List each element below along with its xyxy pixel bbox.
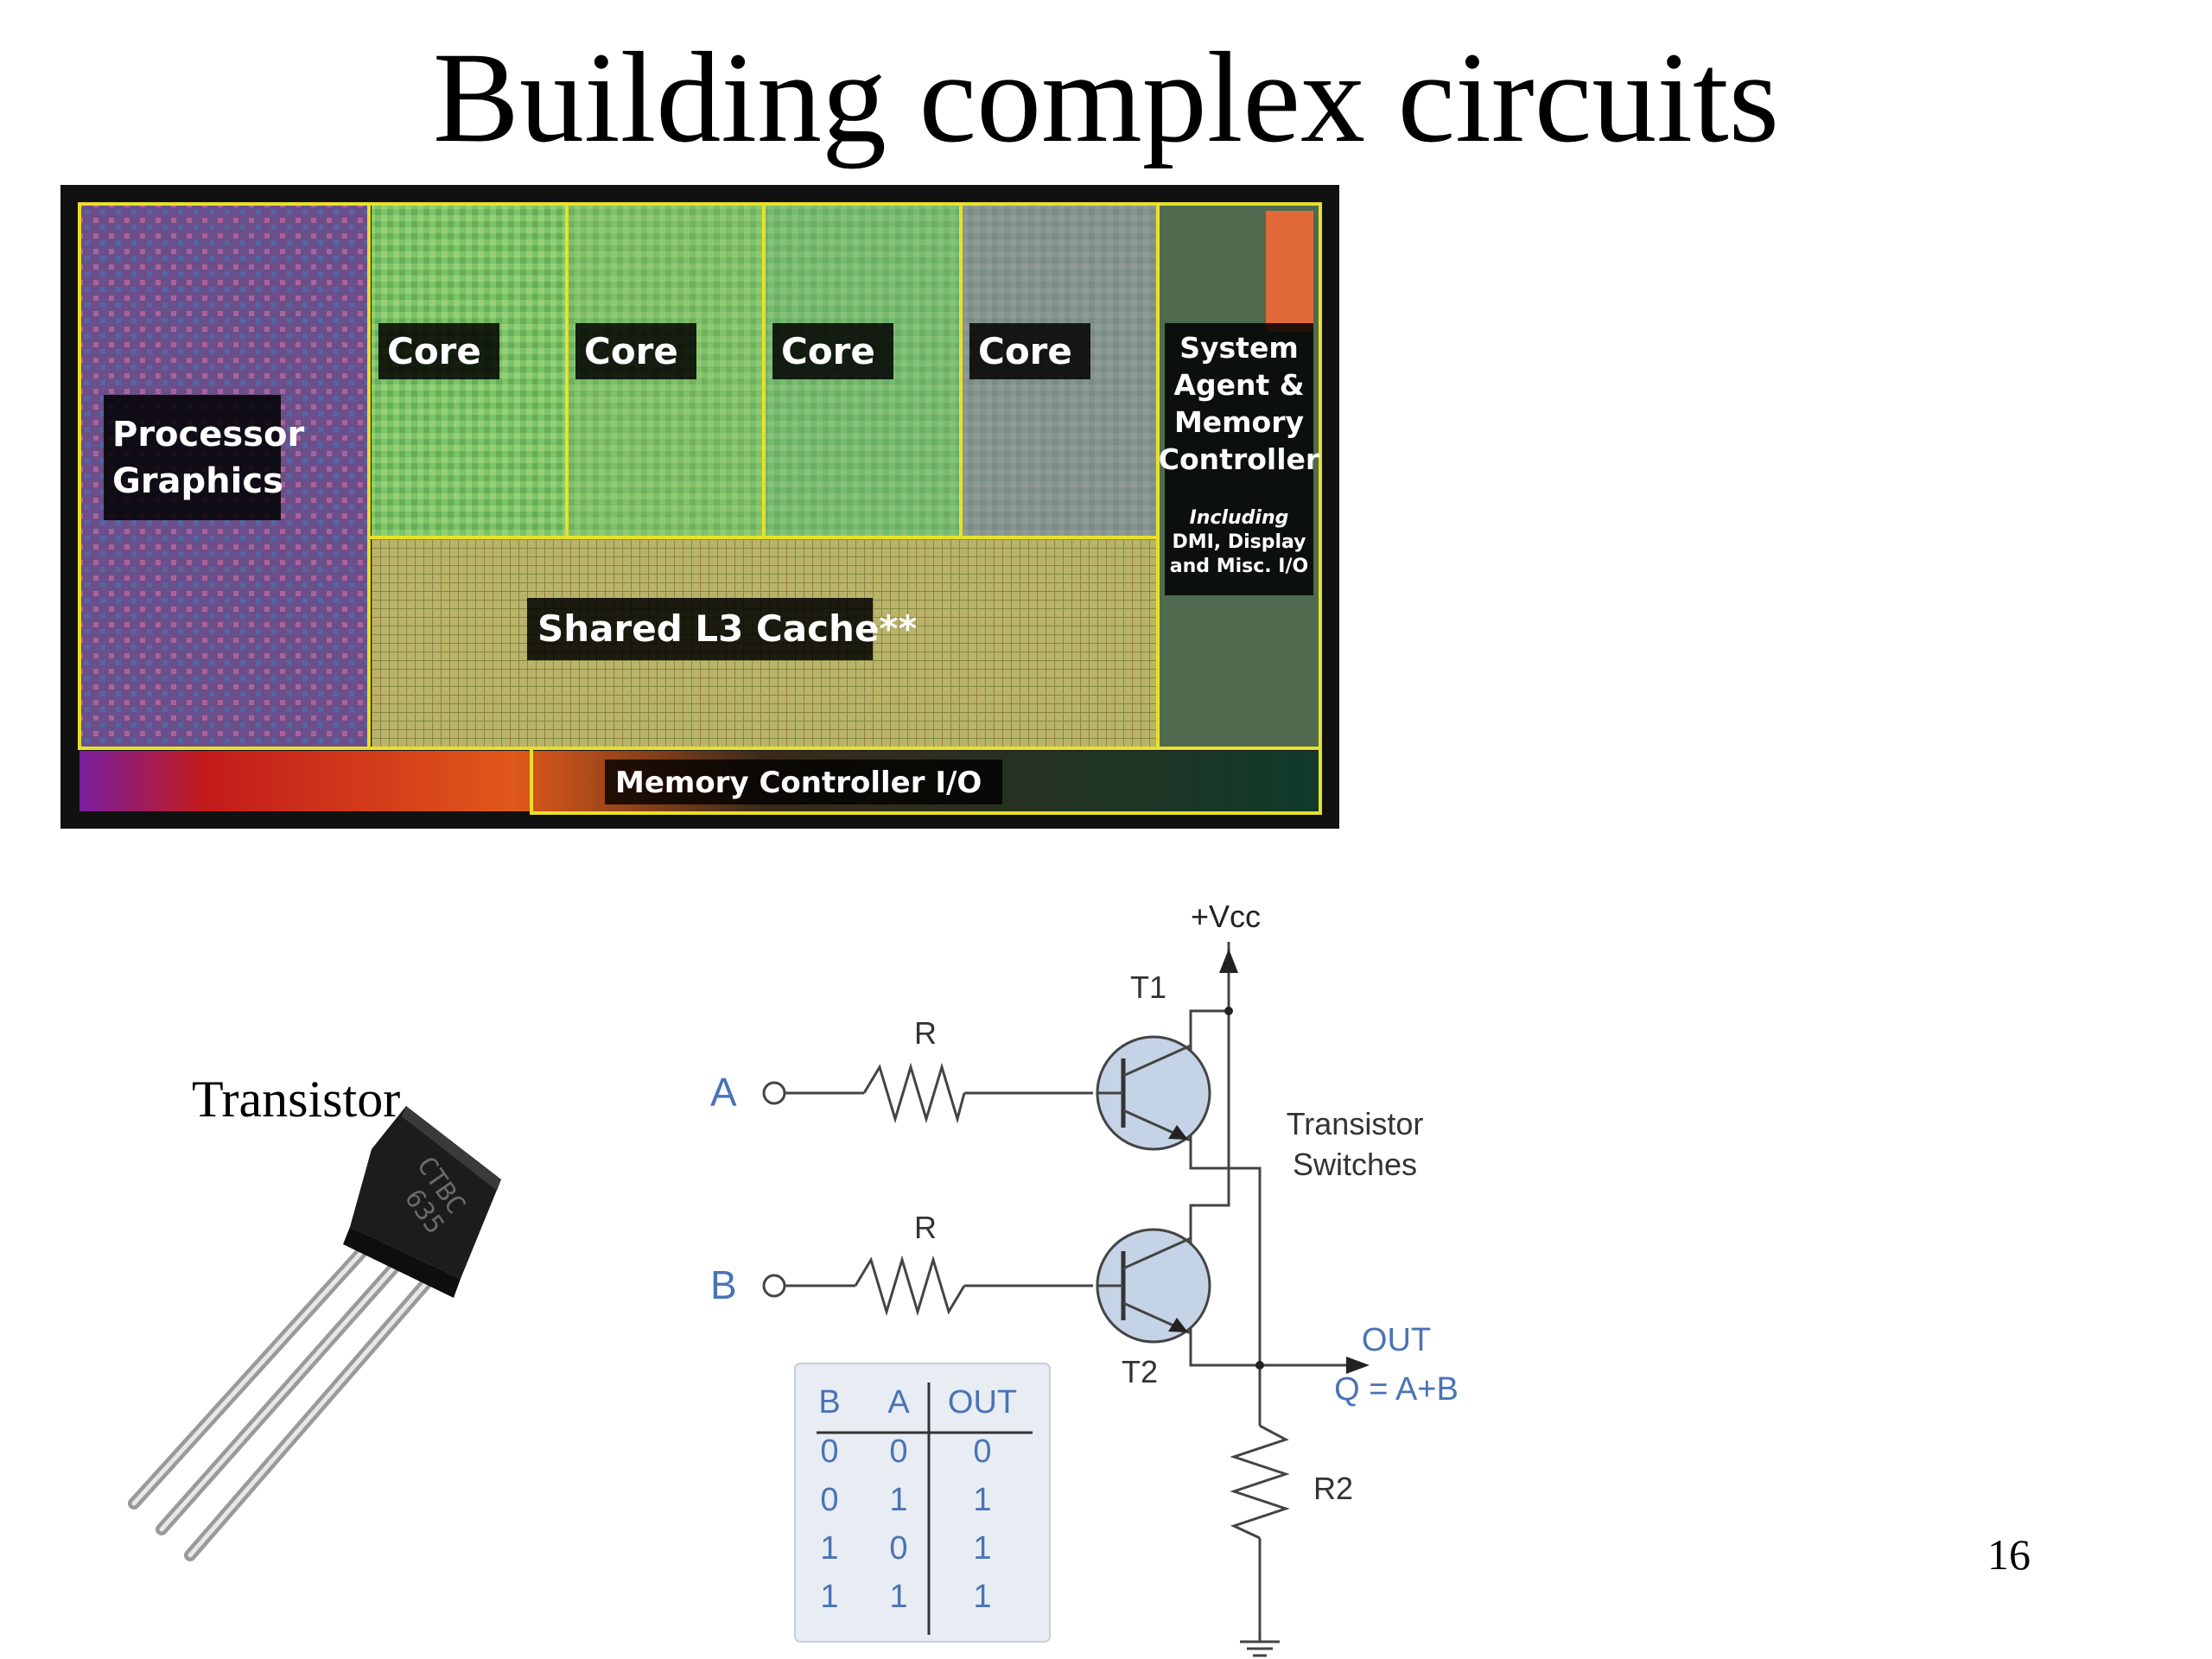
die-label-including-1: Including xyxy=(1190,507,1289,529)
truth-table-header-out: OUT xyxy=(948,1384,1017,1421)
slide-title: Building complex circuits xyxy=(432,26,1780,169)
die-label-core-1: Core xyxy=(387,330,481,372)
equation-label: Q = A+B xyxy=(1334,1371,1459,1408)
input-a-terminal xyxy=(762,1081,786,1105)
die-label-processor-graphics-line2: Graphics xyxy=(112,461,283,501)
truth-table-header-a: A xyxy=(887,1384,910,1421)
die-label-l3-cache: Shared L3 Cache** xyxy=(537,607,917,650)
resistor-r-bottom xyxy=(854,1255,966,1317)
truth-table-cell: 1 xyxy=(973,1530,991,1567)
r-bottom-label: R xyxy=(914,1210,937,1245)
truth-table-cell: 0 xyxy=(820,1482,838,1518)
vcc-label: +Vcc xyxy=(1191,899,1261,934)
or-gate-schematic: +Vcc T1 T2 R R R2 A B Transistor Switche… xyxy=(710,899,1459,1657)
die-label-core-2: Core xyxy=(584,330,678,372)
die-label-system-agent-4: Controller xyxy=(1159,442,1320,476)
processor-die-image: Processor Graphics Core Core Core Core S… xyxy=(60,185,1339,829)
t2-label: T2 xyxy=(1122,1354,1158,1389)
out-label: OUT xyxy=(1362,1322,1431,1358)
truth-table-cell: 0 xyxy=(973,1433,991,1470)
truth-table-cell: 1 xyxy=(820,1579,838,1615)
r2-label: R2 xyxy=(1313,1471,1353,1506)
t1-label: T1 xyxy=(1130,969,1166,1005)
page-number: 16 xyxy=(1987,1530,2031,1579)
die-label-including-3: and Misc. I/O xyxy=(1170,556,1308,577)
die-label-system-agent-1: System xyxy=(1179,331,1298,365)
die-label-system-agent-3: Memory xyxy=(1174,405,1304,439)
truth-table: B A OUT 0 0 0 0 1 1 1 0 1 1 1 1 xyxy=(794,1363,1051,1643)
truth-table-cell: 1 xyxy=(820,1530,838,1567)
input-b-label: B xyxy=(710,1262,737,1307)
die-label-including-2: DMI, Display xyxy=(1172,531,1306,553)
transistor-photo: CTBC 635 xyxy=(128,1106,501,1561)
input-b-terminal xyxy=(762,1274,786,1298)
truth-table-cell: 1 xyxy=(889,1482,907,1518)
die-label-processor-graphics: Processor xyxy=(112,415,304,454)
truth-table-cell: 1 xyxy=(973,1579,991,1615)
truth-table-cell: 0 xyxy=(889,1530,907,1567)
switches-label-2: Switches xyxy=(1293,1147,1417,1182)
die-label-core-3: Core xyxy=(781,330,875,372)
resistor-r-top xyxy=(862,1062,966,1124)
switches-label-1: Transistor xyxy=(1287,1106,1424,1141)
resistor-r2 xyxy=(1230,1424,1290,1540)
input-a-label: A xyxy=(710,1070,737,1115)
die-label-memory-io: Memory Controller I/O xyxy=(615,766,982,800)
vcc-arrow-icon xyxy=(1219,949,1238,973)
truth-table-cell: 1 xyxy=(973,1482,991,1518)
die-label-system-agent-2: Agent & xyxy=(1173,368,1304,402)
truth-table-header-b: B xyxy=(818,1384,840,1421)
r-top-label: R xyxy=(914,1015,937,1051)
output-arrow-icon xyxy=(1346,1357,1370,1374)
truth-table-cell: 0 xyxy=(820,1433,838,1470)
transistor-label: Transistor xyxy=(192,1071,401,1128)
truth-table-cell: 0 xyxy=(889,1433,907,1470)
die-label-core-4: Core xyxy=(978,330,1072,372)
truth-table-cell: 1 xyxy=(889,1579,907,1615)
